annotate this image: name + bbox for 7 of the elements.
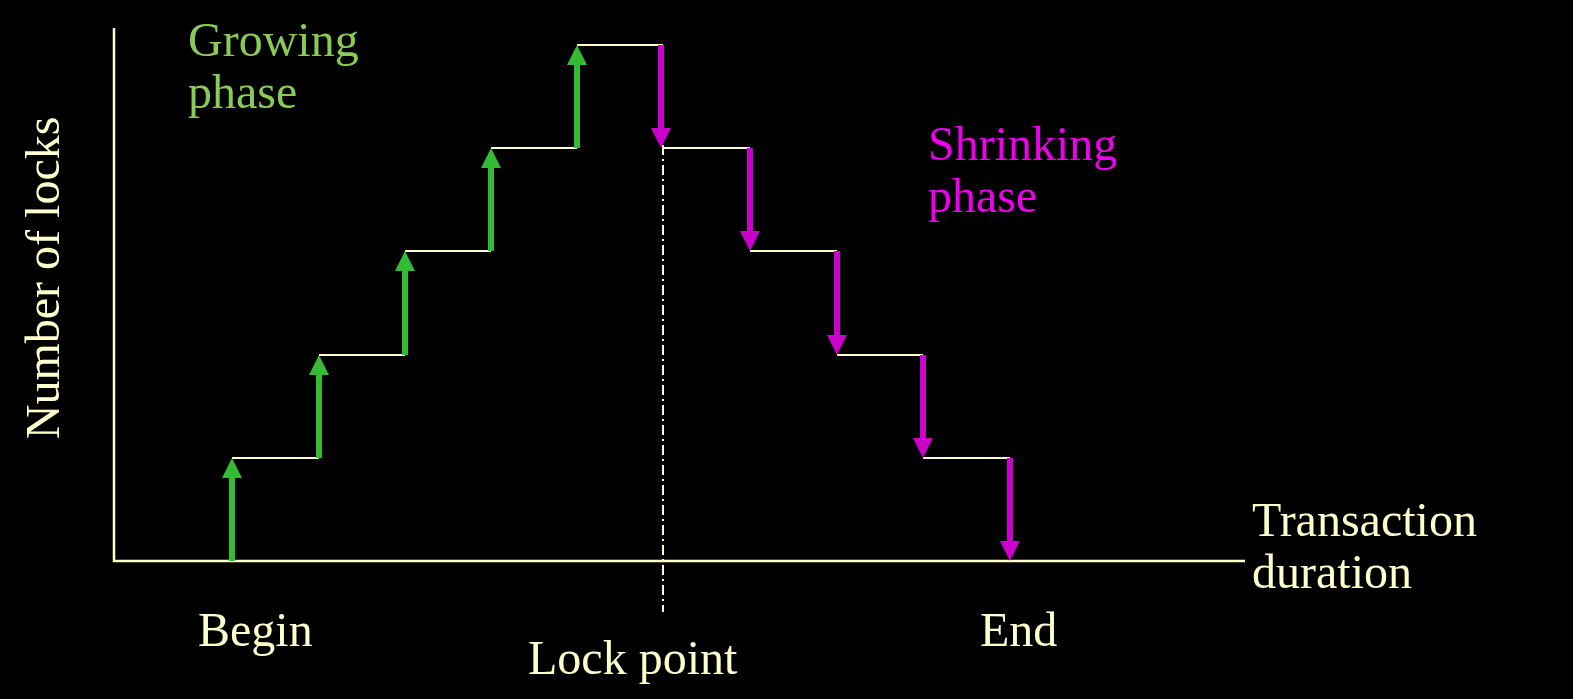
time-label: End (980, 604, 1058, 656)
phase-label: Growing phase (188, 14, 360, 118)
time-label: Begin (198, 604, 313, 656)
time-label: Lock point (528, 632, 738, 684)
axis-label: Transaction duration (1252, 494, 1478, 598)
axis-label: Number of locks (17, 116, 70, 440)
phase-label: Shrinking phase (928, 118, 1119, 222)
